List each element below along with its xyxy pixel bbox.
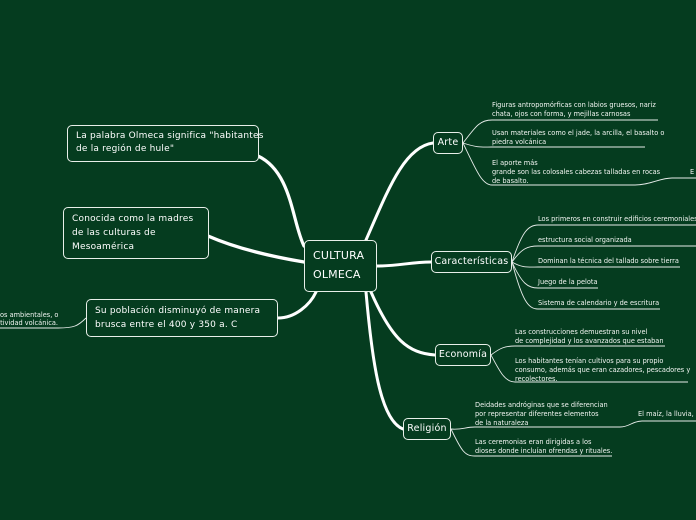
link-eco-2	[490, 354, 688, 383]
link-center-religion	[364, 290, 405, 431]
caracteristicas-item-3-text: Dominan la técnica del tallado sobre tie…	[538, 257, 679, 265]
topic-religion-label: Religión	[407, 423, 447, 434]
topic-mother-line1: Conocida como la madres	[72, 214, 194, 224]
topic-population-line2: brusca entre el 400 y 350 a. C	[95, 320, 238, 330]
caracteristicas-item-4[interactable]: Juego de la pelota	[538, 278, 598, 287]
religion-sub-leaf-text: El maíz, la lluvia,	[638, 410, 694, 418]
caracteristicas-item-2-text: estructura social organizada	[538, 236, 632, 244]
topic-arte-label: Arte	[437, 137, 459, 148]
arte-item-1-line1: Figuras antropomórficas con labios grues…	[492, 101, 656, 109]
economia-item-1-line2: de complejidad y los avanzados que estab…	[515, 337, 664, 345]
link-car-3	[511, 261, 680, 268]
central-topic-line2: OLMECA	[313, 268, 361, 281]
topic-mother-line3: Mesoamérica	[72, 242, 135, 252]
religion-item-1-line2: por representar diferentes elementos	[475, 410, 599, 418]
arte-item-2[interactable]: Usan materiales como el jade, la arcilla…	[492, 129, 664, 147]
religion-item-2-line1: Las ceremonias eran dirigidas a los	[475, 438, 592, 446]
link-center-meaning	[256, 154, 306, 248]
caracteristicas-item-4-text: Juego de la pelota	[538, 278, 598, 286]
link-arte-2	[462, 142, 645, 148]
caracteristicas-item-5[interactable]: Sistema de calendario y de escritura	[538, 299, 659, 308]
economia-item-2[interactable]: Los habitantes tenían cultivos para su p…	[515, 357, 690, 384]
economia-item-1-line1: Las construcciones demuestran su nivel	[515, 328, 648, 336]
arte-item-3-line1: El aporte más	[492, 159, 538, 167]
link-rel-sub	[619, 420, 696, 428]
link-rel-2	[450, 428, 612, 457]
link-car-1	[511, 224, 696, 263]
topic-religion[interactable]: Religión	[403, 418, 451, 440]
arte-item-3-line2: grande son las colosales cabezas tallada…	[492, 168, 661, 176]
central-topic[interactable]: CULTURA OLMECA	[304, 240, 377, 292]
arte-item-1[interactable]: Figuras antropomórficas con labios grues…	[492, 101, 656, 119]
religion-item-1[interactable]: Deidades andróginas que se diferencian p…	[475, 401, 608, 428]
topic-mother[interactable]: Conocida como la madres de las culturas …	[63, 207, 209, 259]
link-arte-3	[462, 142, 635, 186]
caracteristicas-item-1[interactable]: Los primeros en construir edificios cere…	[538, 215, 696, 224]
link-car-2	[511, 245, 696, 263]
topic-economia-label: Economía	[438, 349, 488, 360]
topic-caracteristicas-label: Características	[434, 256, 509, 267]
arte-item-2-line1: Usan materiales como el jade, la arcilla…	[492, 129, 665, 137]
religion-item-1-line1: Deidades andróginas que se diferencian	[475, 401, 608, 409]
religion-item-1-line3: de la naturaleza	[475, 419, 529, 427]
economia-item-2-line1: Los habitantes tenían cultivos para su p…	[515, 357, 664, 365]
caracteristicas-item-3[interactable]: Dominan la técnica del tallado sobre tie…	[538, 257, 679, 266]
link-rel-1	[450, 426, 620, 430]
caracteristicas-item-1-text: Los primeros en construir edificios cere…	[538, 215, 696, 223]
arte-item-2-line2: piedra volcánica	[492, 138, 547, 146]
link-car-5	[511, 261, 660, 310]
economia-item-1[interactable]: Las construcciones demuestran su nivel d…	[515, 328, 664, 346]
topic-meaning[interactable]: La palabra Olmeca significa "habitantes …	[67, 125, 264, 162]
religion-item-2-line2: dioses donde incluían ofrendas y rituale…	[475, 447, 613, 455]
population-leaf[interactable]: os ambientales, o	[0, 311, 58, 320]
population-leaf-line2: tividad volcánica.	[0, 319, 58, 327]
topic-arte[interactable]: Arte	[433, 132, 463, 154]
population-leaf-2[interactable]: tividad volcánica.	[0, 319, 58, 328]
link-center-mother	[206, 234, 306, 264]
link-arte-1	[462, 119, 658, 144]
topic-population-line1: Su población disminuyó de manera	[95, 306, 261, 316]
topic-mother-line2: de las culturas de	[72, 228, 156, 238]
caracteristicas-item-5-text: Sistema de calendario y de escritura	[538, 299, 660, 307]
link-center-caracteristicas	[375, 260, 433, 268]
link-center-arte	[364, 141, 435, 242]
link-car-4	[511, 261, 598, 289]
topic-meaning-line2: de la región de hule"	[76, 144, 175, 154]
arte-item-1-line2: chata, ojos con forma, y mejillas carnos…	[492, 110, 631, 118]
arte-sub-leaf-text: E	[690, 168, 695, 176]
caracteristicas-item-2[interactable]: estructura social organizada	[538, 236, 632, 245]
central-topic-line1: CULTURA	[313, 249, 365, 262]
topic-economia[interactable]: Economía	[435, 344, 491, 366]
economia-item-2-line2: consumo, además que eran cazadores, pesc…	[515, 366, 691, 374]
arte-sub-leaf[interactable]: E	[690, 168, 694, 177]
arte-item-3[interactable]: El aporte más grande son las colosales c…	[492, 159, 660, 186]
arte-item-3-line3: de basalto.	[492, 177, 529, 185]
religion-item-2[interactable]: Las ceremonias eran dirigidas a los dios…	[475, 438, 612, 456]
population-leaf-line1: os ambientales, o	[0, 311, 58, 319]
topic-meaning-line1: La palabra Olmeca significa "habitantes	[76, 131, 264, 141]
link-arte-sub	[634, 177, 696, 186]
link-center-population	[276, 290, 318, 320]
link-population-leaf	[0, 317, 87, 329]
topic-population[interactable]: Su población disminuyó de manera brusca …	[86, 299, 278, 337]
religion-sub-leaf[interactable]: El maíz, la lluvia,	[638, 410, 694, 419]
link-eco-1	[490, 345, 665, 356]
topic-caracteristicas[interactable]: Características	[431, 251, 512, 273]
link-center-economia	[369, 290, 437, 357]
economia-item-2-line3: recolectores.	[515, 375, 558, 383]
